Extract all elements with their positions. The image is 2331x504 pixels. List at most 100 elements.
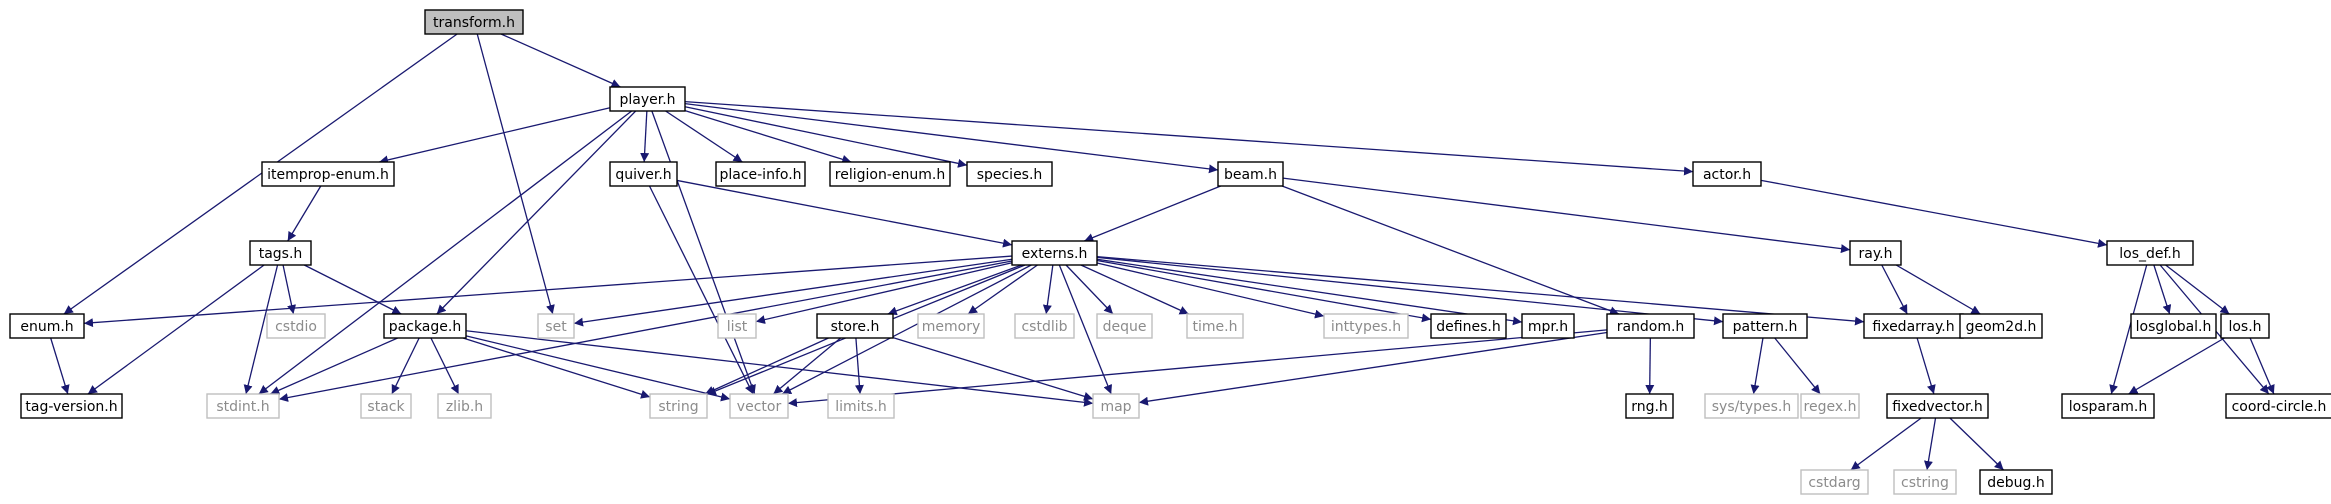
node-regex: regex.h — [1800, 393, 1860, 419]
node-pattern[interactable]: pattern.h — [1722, 313, 1808, 339]
node-label: tag-version.h — [25, 399, 117, 415]
node-box — [1722, 313, 1808, 339]
node-itemprop[interactable]: itemprop-enum.h — [261, 161, 395, 187]
node-label: rng.h — [1631, 399, 1668, 415]
node-box — [206, 393, 280, 419]
node-label: inttypes.h — [1331, 319, 1401, 335]
node-losdef[interactable]: los_def.h — [2106, 240, 2194, 266]
node-list: list — [717, 313, 757, 339]
node-cstdarg: cstdarg — [1800, 469, 1869, 495]
node-label: cstdlib — [1021, 319, 1067, 335]
node-externs[interactable]: externs.h — [1011, 240, 1098, 266]
node-fixedarray[interactable]: fixedarray.h — [1863, 313, 1964, 339]
node-store[interactable]: store.h — [816, 313, 894, 339]
node-box — [1979, 469, 2053, 495]
edge-externs-to-map — [1058, 264, 1112, 395]
node-memory: memory — [917, 313, 985, 339]
node-quiver[interactable]: quiver.h — [609, 161, 678, 187]
edge-externs-to-fixedarray — [1096, 255, 1865, 326]
node-cstdlib: cstdlib — [1014, 313, 1075, 339]
node-label: cstring — [1901, 475, 1949, 491]
edge-package-to-map — [465, 330, 1094, 407]
node-losglobal[interactable]: losglobal.h — [2130, 313, 2217, 339]
node-cstdio: cstdio — [266, 313, 326, 339]
edges-layer — [50, 33, 2275, 471]
node-player[interactable]: player.h — [609, 86, 686, 112]
node-mpr[interactable]: mpr.h — [1521, 313, 1575, 339]
node-box — [966, 161, 1053, 187]
node-religion[interactable]: religion-enum.h — [829, 161, 951, 187]
node-species[interactable]: species.h — [966, 161, 1053, 187]
node-label: map — [1100, 399, 1131, 415]
node-box — [2130, 313, 2217, 339]
edge-player-to-package — [436, 110, 637, 315]
node-label: cstdarg — [1808, 475, 1860, 491]
edge-externs-to-store — [887, 264, 1022, 316]
node-label: fixedarray.h — [1872, 319, 1954, 335]
node-label: geom2d.h — [1966, 319, 2037, 335]
edge-quiver-to-externs — [676, 179, 1013, 248]
node-coordcircle[interactable]: coord-circle.h — [2225, 393, 2331, 419]
edge-player-to-placeinfo — [665, 110, 743, 163]
node-tags[interactable]: tags.h — [249, 240, 312, 266]
edge-externs-to-list — [755, 262, 1013, 325]
node-zlib: zlib.h — [437, 393, 492, 419]
node-box — [1217, 161, 1284, 187]
node-package[interactable]: package.h — [383, 313, 467, 339]
node-geom2d[interactable]: geom2d.h — [1959, 313, 2043, 339]
node-box — [1849, 240, 1902, 266]
node-tagversion[interactable]: tag-version.h — [20, 393, 123, 419]
node-time: time.h — [1186, 313, 1244, 339]
node-transform[interactable]: transform.h — [424, 9, 524, 35]
node-ray[interactable]: ray.h — [1849, 240, 1902, 266]
edge-externs-to-inttypes — [1096, 262, 1325, 319]
node-los[interactable]: los.h — [2220, 313, 2270, 339]
edge-los-to-coordcircle — [2249, 337, 2275, 395]
edge-tags-to-tagversion — [87, 264, 265, 395]
node-label: los_def.h — [2119, 246, 2180, 262]
node-vector: vector — [729, 393, 789, 419]
node-box — [20, 393, 123, 419]
node-debug[interactable]: debug.h — [1979, 469, 2053, 495]
edge-package-to-zlib — [430, 337, 460, 395]
edge-transform-to-enum — [63, 33, 458, 315]
node-label: zlib.h — [446, 399, 483, 415]
edge-player-to-itemprop — [378, 107, 611, 165]
node-losparam[interactable]: losparam.h — [2061, 393, 2155, 419]
node-beam[interactable]: beam.h — [1217, 161, 1284, 187]
edge-fixedvector-to-debug — [1949, 417, 2005, 471]
node-label: los.h — [2228, 319, 2261, 335]
node-label: defines.h — [1436, 319, 1500, 335]
node-box — [437, 393, 492, 419]
edge-package-to-stdint — [270, 337, 398, 395]
node-label: store.h — [831, 319, 880, 335]
node-box — [1893, 469, 1957, 495]
node-box — [1800, 393, 1860, 419]
node-enum[interactable]: enum.h — [9, 313, 85, 339]
node-random[interactable]: random.h — [1606, 313, 1695, 339]
edge-externs-to-vector — [781, 264, 1032, 395]
node-box — [1011, 240, 1098, 266]
node-placeinfo[interactable]: place-info.h — [715, 161, 806, 187]
node-fixedvector[interactable]: fixedvector.h — [1886, 393, 1989, 419]
node-label: random.h — [1617, 319, 1685, 335]
node-rng[interactable]: rng.h — [1625, 393, 1674, 419]
node-label: species.h — [977, 167, 1043, 183]
node-box — [1186, 313, 1244, 339]
node-box — [9, 313, 85, 339]
edge-itemprop-to-tags — [287, 185, 322, 242]
node-box — [2220, 313, 2270, 339]
node-label: mpr.h — [1528, 319, 1568, 335]
node-deque: deque — [1096, 313, 1153, 339]
edge-fixedvector-to-cstdarg — [1850, 417, 1922, 471]
edge-externs-to-time — [1080, 264, 1189, 315]
node-actor[interactable]: actor.h — [1692, 161, 1762, 187]
edge-externs-to-enum — [83, 255, 1013, 328]
node-inttypes: inttypes.h — [1323, 313, 1409, 339]
node-defines[interactable]: defines.h — [1430, 313, 1507, 339]
node-label: debug.h — [1987, 475, 2044, 491]
node-label: sys/types.h — [1712, 399, 1791, 415]
node-label: itemprop-enum.h — [267, 167, 389, 183]
edge-tags-to-cstdio — [282, 264, 296, 315]
